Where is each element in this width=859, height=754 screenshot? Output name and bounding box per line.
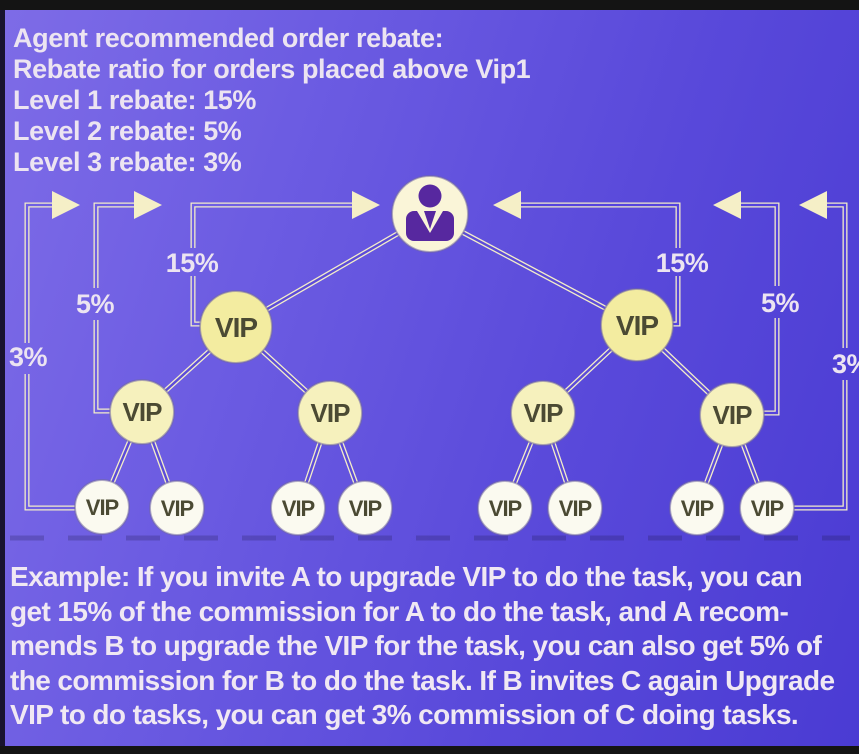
vip-label: VIP bbox=[524, 398, 564, 428]
right-3pct-bracket-inner bbox=[788, 203, 847, 510]
vip-label: VIP bbox=[489, 496, 522, 521]
header-line-2: Rebate ratio for orders placed above Vip… bbox=[13, 54, 531, 84]
vip-node-right-l2a bbox=[510, 380, 576, 446]
vip-label: VIP bbox=[713, 400, 753, 430]
vip-node-leaf bbox=[149, 480, 205, 536]
person-tie bbox=[424, 211, 436, 229]
person-icon bbox=[391, 175, 469, 253]
arrow-left-icon bbox=[799, 191, 827, 219]
vip-node-left-l2a bbox=[109, 379, 175, 445]
rebate-label-right-l2: 5% bbox=[761, 288, 800, 318]
person-head bbox=[418, 184, 442, 208]
header-line-1: Agent recommended order rebate: bbox=[13, 23, 444, 53]
vip-node-right-l2b bbox=[699, 382, 765, 448]
bottom-border-bar bbox=[0, 746, 859, 754]
header-line-4: Level 2 rebate: 5% bbox=[13, 116, 242, 146]
vip-label: VIP bbox=[311, 398, 351, 428]
vip-node-leaf bbox=[337, 480, 393, 536]
vip-node-leaf bbox=[477, 480, 533, 536]
vip-label: VIP bbox=[161, 496, 194, 521]
vip-node-labels: VIP VIP VIP VIP VIP VIP VIP VIP VIP VIP … bbox=[86, 310, 785, 521]
example-line-4: the commission for B to do the task. If … bbox=[10, 664, 835, 696]
vip-nodes bbox=[74, 288, 795, 536]
vip-label: VIP bbox=[681, 496, 714, 521]
vip-node-leaf bbox=[739, 480, 795, 536]
left-3pct-bracket-inner bbox=[25, 203, 82, 510]
vip-node-leaf bbox=[547, 480, 603, 536]
vip-node-left-l2b bbox=[297, 380, 363, 446]
rebate-label-right-l3: 3% bbox=[832, 349, 859, 379]
arrow-right-icon bbox=[134, 191, 162, 219]
vip-label: VIP bbox=[559, 496, 592, 521]
left-border-strip bbox=[0, 10, 5, 746]
vip-node-leaf bbox=[74, 479, 130, 535]
rebate-label-left-l2: 5% bbox=[76, 289, 115, 319]
vip-node-left-l1 bbox=[199, 290, 273, 364]
example-line-5: VIP to do tasks, you can get 3% commissi… bbox=[10, 699, 799, 730]
arrow-right-icon bbox=[52, 191, 80, 219]
vip-label: VIP bbox=[282, 496, 315, 521]
vip-label: VIP bbox=[123, 397, 163, 427]
header-text-block: Agent recommended order rebate: Rebate r… bbox=[13, 23, 531, 178]
arrow-left-icon bbox=[713, 191, 741, 219]
vip-node-right-l1 bbox=[600, 288, 674, 362]
vip-label: VIP bbox=[751, 496, 784, 521]
top-border-bar bbox=[0, 0, 859, 10]
vip-node-leaf bbox=[669, 480, 725, 536]
vip-label: VIP bbox=[86, 495, 119, 520]
example-line-2: get 15% of the commission for A to do th… bbox=[10, 595, 789, 627]
example-line-3: mends B to upgrade the VIP for the task,… bbox=[10, 630, 822, 661]
vip-label: VIP bbox=[616, 310, 658, 341]
rebate-percent-labels: 15% 5% 3% 15% 5% 3% bbox=[9, 248, 859, 379]
tree-edges-inner bbox=[100, 213, 769, 510]
rebate-label-left-l3: 3% bbox=[9, 342, 48, 372]
example-text-block: Example: If you invite A to upgrade VIP … bbox=[10, 560, 856, 733]
arrow-right-icon bbox=[352, 191, 380, 219]
vip-label: VIP bbox=[349, 496, 382, 521]
tree-edges bbox=[99, 212, 770, 511]
arrow-left-icon bbox=[493, 191, 521, 219]
rebate-label-left-l1: 15% bbox=[166, 248, 219, 278]
vip-node-leaf bbox=[270, 480, 326, 536]
header-line-5: Level 3 rebate: 3% bbox=[13, 147, 242, 177]
rebate-label-right-l1: 15% bbox=[656, 248, 709, 278]
header-line-3: Level 1 rebate: 15% bbox=[13, 85, 257, 115]
vip-label: VIP bbox=[215, 312, 257, 343]
example-line-1: Example: If you invite A to upgrade VIP … bbox=[10, 561, 803, 592]
